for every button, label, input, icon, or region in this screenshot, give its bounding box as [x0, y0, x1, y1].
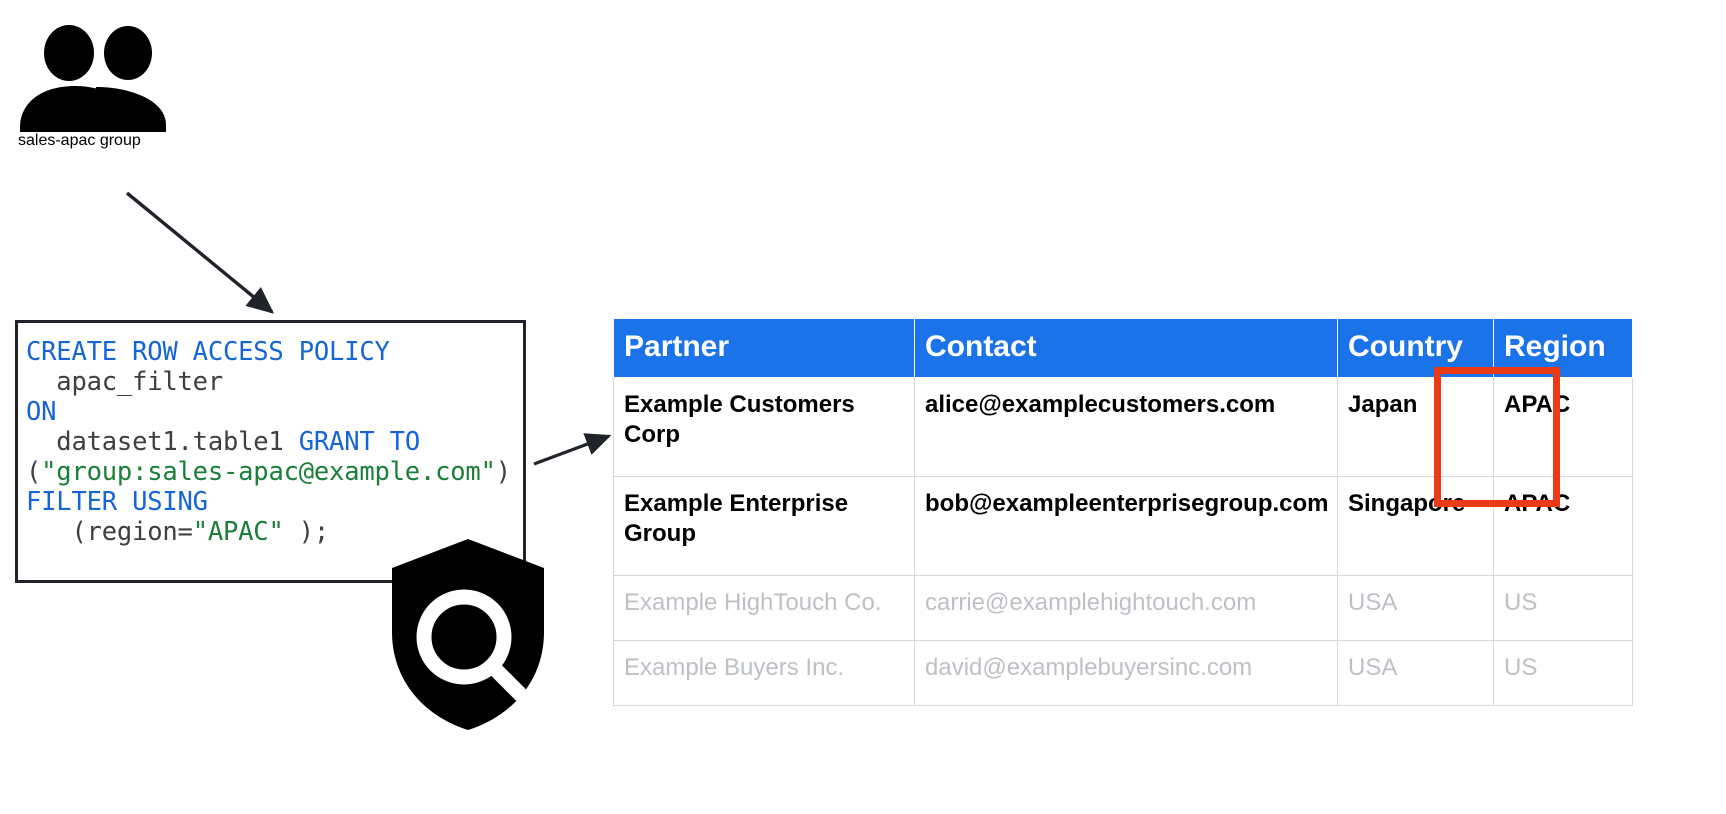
- sql-token-kw: GRANT TO: [298, 427, 420, 457]
- group-label: sales-apac group: [18, 132, 141, 149]
- cell-contact: carrie@examplehightouch.com: [914, 575, 1338, 641]
- partner-table: Partner Contact Country Region Example C…: [613, 318, 1633, 706]
- sql-code-text: CREATE ROW ACCESS POLICY apac_filter ON …: [26, 337, 513, 547]
- cell-region: US: [1493, 640, 1633, 706]
- column-header-partner[interactable]: Partner: [613, 318, 915, 378]
- arrow-group-to-policy: [125, 191, 275, 314]
- table-row[interactable]: Example HighTouch Co. carrie@examplehigh…: [613, 575, 1633, 641]
- sql-token-str: "group:sales-apac@example.com": [41, 457, 496, 487]
- sql-token-plain: ): [495, 457, 511, 487]
- cell-country: Japan: [1337, 377, 1494, 477]
- cell-partner: Example HighTouch Co.: [613, 575, 915, 641]
- cell-partner: Example Customers Corp: [613, 377, 915, 477]
- sql-token-kw: CREATE ROW ACCESS POLICY: [26, 337, 390, 367]
- cell-region: US: [1493, 575, 1633, 641]
- arrow-policy-to-table: [533, 433, 612, 466]
- sql-token-plain: apac_filter: [56, 367, 223, 397]
- sql-token-kw: ON: [26, 397, 57, 427]
- cell-partner: Example Buyers Inc.: [613, 640, 915, 706]
- sql-token-plain: (region=: [71, 517, 193, 547]
- sql-token-plain: (: [26, 457, 42, 487]
- cell-region: APAC: [1493, 476, 1633, 576]
- sql-token-str: "APAC": [192, 517, 284, 547]
- table-header-row: Partner Contact Country Region: [613, 318, 1633, 378]
- cell-country: Singapore: [1337, 476, 1494, 576]
- column-header-country[interactable]: Country: [1337, 318, 1494, 378]
- people-group-icon: [20, 25, 166, 132]
- cell-region: APAC: [1493, 377, 1633, 477]
- cell-country: USA: [1337, 575, 1494, 641]
- cell-country: USA: [1337, 640, 1494, 706]
- sql-token-plain: dataset1.table1: [56, 427, 284, 457]
- sql-token-plain: );: [283, 517, 330, 547]
- column-header-region[interactable]: Region: [1493, 318, 1633, 378]
- cell-contact: alice@examplecustomers.com: [914, 377, 1338, 477]
- cell-contact: bob@exampleenterprisegroup.com: [914, 476, 1338, 576]
- cell-contact: david@examplebuyersinc.com: [914, 640, 1338, 706]
- table-row[interactable]: Example Enterprise Group bob@exampleente…: [613, 476, 1633, 576]
- cell-partner: Example Enterprise Group: [613, 476, 915, 576]
- group-block: sales-apac group: [18, 22, 348, 150]
- table-row[interactable]: Example Buyers Inc. david@examplebuyersi…: [613, 640, 1633, 706]
- column-header-contact[interactable]: Contact: [914, 318, 1338, 378]
- table-row[interactable]: Example Customers Corp alice@examplecust…: [613, 377, 1633, 477]
- shield-search-icon: [392, 539, 544, 730]
- row-access-policy-code-box: CREATE ROW ACCESS POLICY apac_filter ON …: [15, 320, 526, 583]
- sql-token-kw: FILTER USING: [26, 487, 208, 517]
